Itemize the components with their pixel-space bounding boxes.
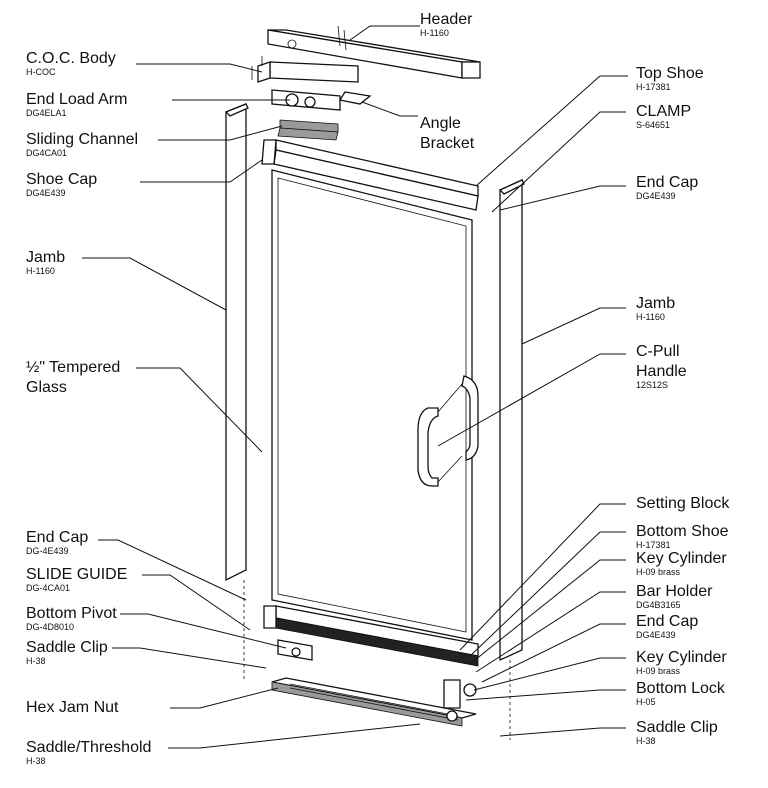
label-angle-bracket: Angle Bracket bbox=[420, 116, 474, 152]
label-key-cylinder-1-code: H-09 brass bbox=[636, 567, 681, 577]
label-key-cylinder-1: Key Cylinder H-09 brass bbox=[636, 551, 727, 577]
label-clamp-code: S-64651 bbox=[636, 120, 671, 130]
label-end-cap-right-bottom: End Cap DG4E439 bbox=[636, 614, 698, 640]
label-key-cylinder-2-code: H-09 brass bbox=[636, 666, 681, 676]
label-bottom-shoe: Bottom Shoe H-17381 bbox=[636, 524, 729, 550]
label-glass-title2: Glass bbox=[26, 379, 67, 396]
label-slide-guide: SLIDE GUIDE DG-4CA01 bbox=[26, 567, 127, 593]
saddle-threshold-part bbox=[271, 677, 477, 727]
label-end-cap-right-top: End Cap DG4E439 bbox=[636, 175, 698, 201]
label-bottom-pivot-code: DG-4D8010 bbox=[26, 622, 75, 632]
label-top-shoe-code: H-17381 bbox=[636, 82, 671, 92]
label-key-cylinder-1-title: Key Cylinder bbox=[636, 550, 727, 567]
c-pull-handle-part bbox=[417, 375, 479, 487]
label-jamb-left-code: H-1160 bbox=[26, 266, 55, 276]
label-end-cap-left: End Cap DG-4E439 bbox=[26, 530, 88, 556]
label-jamb-left-title: Jamb bbox=[26, 249, 66, 266]
label-bar-holder: Bar Holder DG4B3165 bbox=[636, 584, 712, 610]
label-coc-body-title: C.O.C. Body bbox=[26, 50, 116, 67]
label-shoe-cap: Shoe Cap DG4E439 bbox=[26, 172, 97, 198]
header-part bbox=[267, 25, 481, 79]
label-sliding-channel: Sliding Channel DG4CA01 bbox=[26, 132, 138, 158]
label-key-cylinder-2: Key Cylinder H-09 brass bbox=[636, 650, 727, 676]
bottom-lock-part bbox=[443, 679, 477, 722]
glass-panel bbox=[271, 169, 473, 641]
label-end-cap-right-top-title: End Cap bbox=[636, 174, 699, 191]
label-bottom-pivot: Bottom Pivot DG-4D8010 bbox=[26, 606, 117, 632]
label-bottom-lock: Bottom Lock H-05 bbox=[636, 681, 725, 707]
label-angle-bracket-title: Angle bbox=[420, 115, 461, 132]
label-jamb-right-code: H-1160 bbox=[636, 312, 665, 322]
label-header-code: H-1160 bbox=[420, 28, 449, 38]
label-key-cylinder-2-title: Key Cylinder bbox=[636, 649, 727, 666]
label-end-load-arm-code: DG4ELA1 bbox=[26, 108, 67, 118]
label-end-load-arm-title: End Load Arm bbox=[26, 91, 128, 108]
label-bottom-shoe-code: H-17381 bbox=[636, 540, 671, 550]
label-saddle-threshold-title: Saddle/Threshold bbox=[26, 739, 152, 756]
label-jamb-right: Jamb H-1160 bbox=[636, 296, 675, 322]
label-clamp-title: CLAMP bbox=[636, 103, 692, 120]
label-c-pull-handle-title2: Handle bbox=[636, 363, 687, 380]
label-saddle-clip-right-code: H-38 bbox=[636, 736, 656, 746]
label-bottom-lock-code: H-05 bbox=[636, 697, 656, 707]
alignment-lines bbox=[243, 580, 511, 740]
label-end-cap-left-code: DG-4E439 bbox=[26, 546, 69, 556]
label-header: Header H-1160 bbox=[420, 12, 472, 38]
label-saddle-threshold-code: H-38 bbox=[26, 756, 46, 766]
label-slide-guide-title: SLIDE GUIDE bbox=[26, 566, 128, 583]
label-glass-title: ½" Tempered bbox=[26, 359, 121, 376]
label-jamb-left: Jamb H-1160 bbox=[26, 250, 65, 276]
bottom-shoe-part bbox=[263, 605, 479, 667]
label-c-pull-handle: C-Pull Handle 12S12S bbox=[636, 344, 687, 390]
label-top-shoe-title: Top Shoe bbox=[636, 65, 704, 82]
coc-body-part bbox=[251, 56, 359, 83]
label-hex-jam-nut: Hex Jam Nut bbox=[26, 700, 118, 716]
label-header-title: Header bbox=[420, 11, 473, 28]
bottom-pivot-part bbox=[277, 639, 313, 661]
label-angle-bracket-title2: Bracket bbox=[420, 135, 475, 152]
label-c-pull-handle-title: C-Pull bbox=[636, 343, 680, 360]
end-load-arm-part bbox=[271, 89, 372, 111]
label-shoe-cap-title: Shoe Cap bbox=[26, 171, 98, 188]
label-clamp: CLAMP S-64651 bbox=[636, 104, 691, 130]
label-saddle-threshold: Saddle/Threshold H-38 bbox=[26, 740, 151, 766]
label-bottom-pivot-title: Bottom Pivot bbox=[26, 605, 117, 622]
label-sliding-channel-title: Sliding Channel bbox=[26, 131, 139, 148]
label-hex-jam-nut-title: Hex Jam Nut bbox=[26, 699, 119, 716]
label-saddle-clip-right-title: Saddle Clip bbox=[636, 719, 718, 736]
label-bar-holder-code: DG4B3165 bbox=[636, 600, 681, 610]
label-end-cap-right-top-code: DG4E439 bbox=[636, 191, 676, 201]
left-jamb bbox=[224, 103, 249, 582]
right-jamb bbox=[498, 178, 525, 662]
label-saddle-clip-left: Saddle Clip H-38 bbox=[26, 640, 108, 666]
label-jamb-right-title: Jamb bbox=[636, 295, 676, 312]
label-glass: ½" Tempered Glass bbox=[26, 360, 120, 396]
label-setting-block-title: Setting Block bbox=[636, 495, 730, 512]
top-shoe-part bbox=[261, 139, 479, 211]
label-end-cap-right-bottom-title: End Cap bbox=[636, 613, 699, 630]
label-saddle-clip-left-title: Saddle Clip bbox=[26, 639, 108, 656]
label-saddle-clip-right: Saddle Clip H-38 bbox=[636, 720, 718, 746]
label-saddle-clip-left-code: H-38 bbox=[26, 656, 46, 666]
label-bottom-lock-title: Bottom Lock bbox=[636, 680, 725, 697]
label-setting-block: Setting Block bbox=[636, 496, 729, 512]
label-end-cap-right-bottom-code: DG4E439 bbox=[636, 630, 676, 640]
label-top-shoe: Top Shoe H-17381 bbox=[636, 66, 704, 92]
leader-lines bbox=[82, 25, 628, 749]
label-sliding-channel-code: DG4CA01 bbox=[26, 148, 68, 158]
label-slide-guide-code: DG-4CA01 bbox=[26, 583, 71, 593]
label-coc-body-code: H-COC bbox=[26, 67, 56, 77]
label-end-cap-left-title: End Cap bbox=[26, 529, 89, 546]
label-bottom-shoe-title: Bottom Shoe bbox=[636, 523, 729, 540]
label-end-load-arm: End Load Arm DG4ELA1 bbox=[26, 92, 127, 118]
label-c-pull-handle-code: 12S12S bbox=[636, 380, 669, 390]
label-coc-body: C.O.C. Body H-COC bbox=[26, 51, 116, 77]
label-shoe-cap-code: DG4E439 bbox=[26, 188, 66, 198]
sliding-channel-part bbox=[277, 119, 339, 141]
label-bar-holder-title: Bar Holder bbox=[636, 583, 713, 600]
